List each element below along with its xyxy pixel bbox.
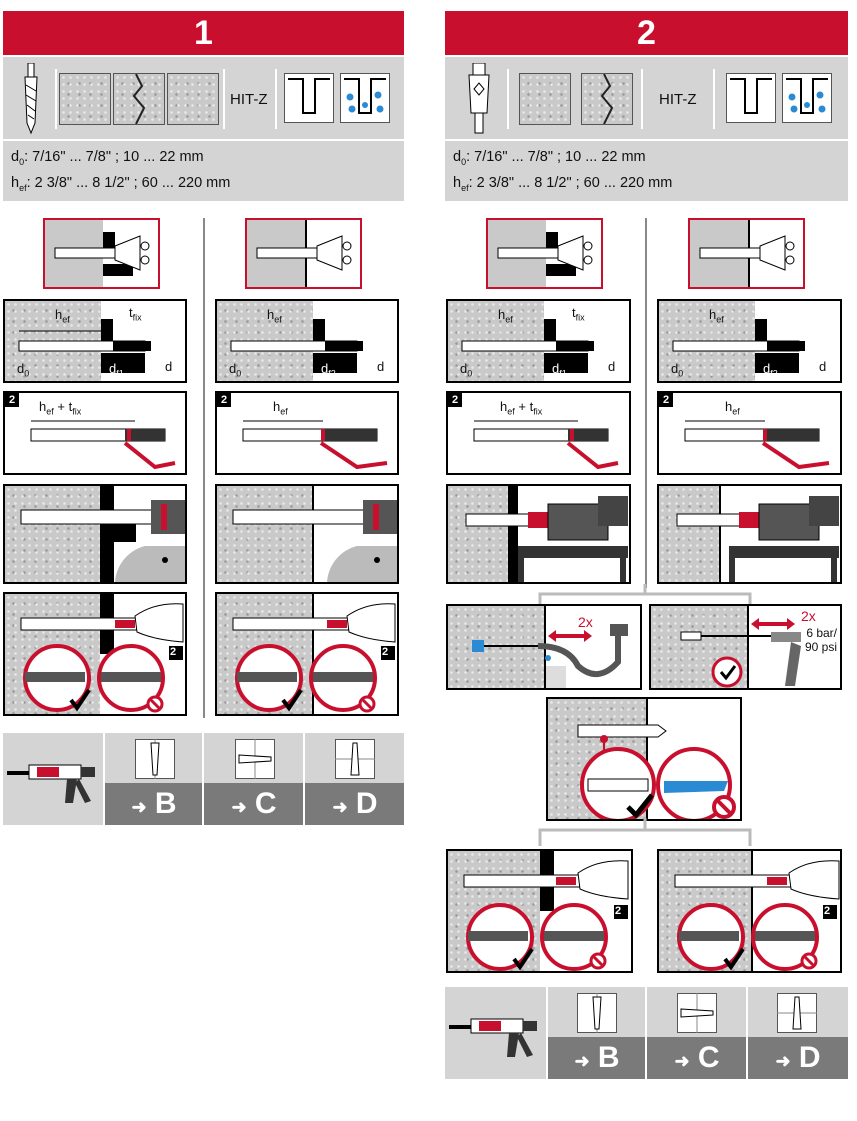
s4a-step-4-box: 4 2 [3,592,187,716]
anchor-type-b-thumb [245,218,362,289]
option-d-thumb-2 [777,993,817,1033]
option-c-thumb [235,739,275,779]
dispenser-icon [7,764,95,803]
concrete-cracked-icon [113,73,165,125]
section-1-number: 1 [194,14,213,52]
s4d-step-4-box: 4 2 [657,849,842,973]
wet-hole-icon [340,73,390,123]
s5-blow-step-box: 5 2x 6 bar/ 90 psi [649,604,842,690]
flow-connector-bottom [538,818,752,846]
diamond-core-bit-icon [465,63,493,135]
concrete-solid-icon-2 [519,73,571,125]
option-d-button-2[interactable]: ➜ D [775,1041,821,1074]
option-b-button-2[interactable]: ➜ B [574,1041,620,1074]
concrete-cracked-icon-2 [581,73,633,125]
s4c-flush-step-box: 4 2x [446,604,642,690]
s3d-step-3-box: 3 [657,484,842,584]
section-2-header: 2 [445,11,848,55]
section-2-number: 2 [637,14,656,52]
section-1-divider [203,218,205,718]
option-d-button[interactable]: ➜ D [332,787,378,820]
drill-bit-icon [21,63,41,135]
anchor-type-a-thumb [43,218,160,289]
s2b-step-2-box: 2 hef [215,391,399,475]
s2a-step-2-box: 2 hef + tfix [3,391,187,475]
section-1-header: 1 [3,11,404,55]
s2c-step-2-box: 2 hef + tfix [446,391,631,475]
section-2-options: ➜ B ➜ C ➜ D [445,987,848,1079]
section-1-options: ➜ B ➜ C ➜ D [3,733,404,825]
option-b-thumb-2 [577,993,617,1033]
concrete-solid-icon [59,73,111,125]
dry-hole-icon [284,73,334,123]
option-d-thumb [335,739,375,779]
dispenser-icon-2 [449,1018,537,1057]
option-b-thumb [135,739,175,779]
flow-connector-top [538,584,752,604]
section-1-specs: d0: 7/16" ... 7/8" ; 10 ... 22 mm hef: 2… [3,141,404,201]
s4b-step-4-box: 4 2 [215,592,399,716]
s7-step-7-box: 7 2 [446,849,633,973]
s1d-step-1-box: 1 hef d0 df2 d [657,299,842,383]
option-c-thumb-2 [677,993,717,1033]
dry-hole-icon-2 [726,73,776,123]
section-2-tools-band: HIT-Z [445,57,848,139]
concrete-block-icon [167,73,219,125]
hitz-label-2: HIT-Z [659,91,697,108]
s1a-step-1-box: 1 hef tfix d0 df1 d [3,299,187,383]
s3a-step-3-box: 3 [3,484,187,584]
s2d-step-2-box: 2 hef [657,391,842,475]
s1b-step-1-box: 1 hef d0 df2 d [215,299,399,383]
option-c-button-2[interactable]: ➜ C [674,1041,720,1074]
s6-inspect-step-box: 6 [546,697,742,821]
hitz-label: HIT-Z [230,91,268,108]
s3b-step-3-box: 3 [215,484,399,584]
wet-hole-icon-2 [782,73,832,123]
option-b-button[interactable]: ➜ B [131,787,177,820]
section-2-specs: d0: 7/16" ... 7/8" ; 10 ... 22 mm hef: 2… [445,141,848,201]
s3c-step-3-box: 3 [446,484,631,584]
anchor-type-a-thumb-2 [486,218,603,289]
section-1-tools-band: HIT-Z [3,57,404,139]
s1c-step-1-box: 1 hef tfix d0 df1 d [446,299,631,383]
section-2-divider [645,218,647,588]
option-c-button[interactable]: ➜ C [231,787,277,820]
anchor-type-b-thumb-2 [688,218,805,289]
